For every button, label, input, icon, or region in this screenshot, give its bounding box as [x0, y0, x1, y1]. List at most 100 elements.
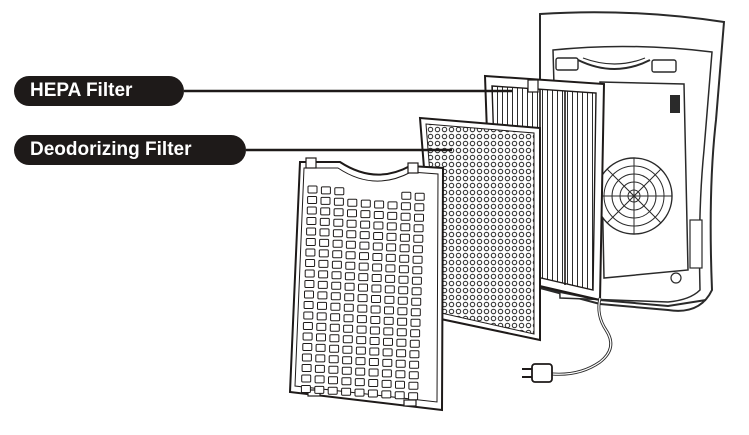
grille-hole [372, 253, 383, 261]
grille-hole [341, 377, 352, 386]
grille-hole [304, 269, 315, 278]
grille-hole [396, 338, 407, 347]
grille-hole [328, 355, 339, 364]
grille-hole [374, 200, 385, 209]
grille-hole [347, 209, 357, 218]
grille-hole [381, 379, 392, 388]
grille-hole [342, 345, 353, 354]
grille-hole [306, 227, 317, 236]
grille-hole [370, 305, 381, 314]
grille-hole [397, 296, 408, 305]
grille-hole [344, 272, 355, 281]
grille-hole [382, 348, 393, 357]
grille-hole [367, 389, 378, 398]
grille-hole [369, 326, 380, 335]
grille-hole [387, 201, 398, 210]
grille-hole [368, 368, 379, 377]
grille-hole [318, 270, 329, 279]
grille-hole [394, 391, 405, 400]
grille-hole [305, 238, 316, 246]
grille-hole [369, 337, 380, 345]
grille-hole [327, 386, 338, 395]
grille-hole [329, 334, 340, 343]
grille-hole [354, 378, 365, 387]
grille-hole [383, 337, 393, 346]
grille-hole [395, 380, 405, 389]
grille-hole [355, 357, 366, 366]
grille-hole [333, 197, 344, 206]
grille-hole [408, 371, 419, 380]
grille-hole [318, 249, 329, 258]
grille-hole [399, 254, 410, 263]
grille-hole [410, 318, 421, 327]
grille-hole [372, 263, 383, 272]
grille-hole [314, 385, 325, 394]
grille-hole [328, 376, 338, 385]
grille-hole [303, 301, 314, 309]
grille-hole [412, 255, 423, 264]
grille-hole [411, 287, 422, 296]
grille-hole [398, 275, 409, 284]
deodorizing-filter-label: Deodorizing Filter [14, 135, 246, 165]
grille-hole [409, 350, 420, 359]
grille-hole [414, 203, 425, 212]
grille-hole [307, 185, 318, 194]
grille-hole [413, 234, 424, 243]
grille-hole [373, 232, 384, 240]
grille-hole [381, 369, 392, 378]
grille-hole [341, 366, 352, 375]
grille-hole [371, 274, 382, 282]
fan-grille-icon [595, 157, 673, 235]
grille-hole [373, 221, 384, 230]
grille-hole [329, 323, 340, 332]
grille-hole [332, 229, 343, 238]
grille-hole [342, 335, 353, 344]
grille-hole [343, 303, 354, 312]
grille-hole [400, 212, 411, 221]
grille-hole [385, 264, 396, 273]
grille-hole [356, 336, 367, 345]
grille-hole [302, 343, 313, 351]
grille-hole [358, 262, 369, 271]
grille-hole [410, 329, 421, 338]
grille-hole [360, 220, 371, 229]
grille-hole [305, 259, 316, 267]
grille-hole [396, 328, 407, 337]
grille-hole [345, 261, 356, 270]
grille-hole [411, 297, 422, 306]
grille-hole [354, 388, 365, 397]
grille-hole [408, 381, 419, 390]
grille-hole [329, 344, 340, 353]
deodorizing-filter [418, 116, 541, 342]
grille-hole [314, 375, 325, 384]
grille-hole [301, 374, 312, 383]
grille-hole [346, 230, 357, 239]
grille-hole [304, 280, 315, 288]
grille-hole [346, 219, 357, 228]
grille-hole [357, 304, 368, 313]
grille-hole [400, 202, 411, 211]
grille-hole [302, 332, 313, 341]
grille-hole [400, 223, 411, 232]
grille-hole [331, 271, 342, 280]
grille-hole [398, 286, 409, 295]
grille-hole [399, 233, 410, 242]
grille-hole [315, 343, 326, 352]
grille-hole [359, 252, 369, 261]
grille-hole [331, 281, 342, 290]
grille-hole [385, 274, 396, 283]
grille-hole [343, 324, 354, 333]
grille-hole [411, 276, 422, 285]
grille-hole [371, 295, 381, 303]
grille-hole [397, 317, 408, 326]
grille-hole [331, 260, 342, 269]
grille-hole [399, 244, 410, 253]
grille-hole [412, 266, 423, 275]
grille-hole [382, 358, 393, 367]
grille-hole [358, 273, 369, 282]
grille-hole [305, 248, 316, 257]
grille-hole [342, 356, 353, 365]
grille-hole [386, 243, 397, 252]
grille-hole [344, 293, 355, 302]
grille-hole [395, 370, 406, 379]
